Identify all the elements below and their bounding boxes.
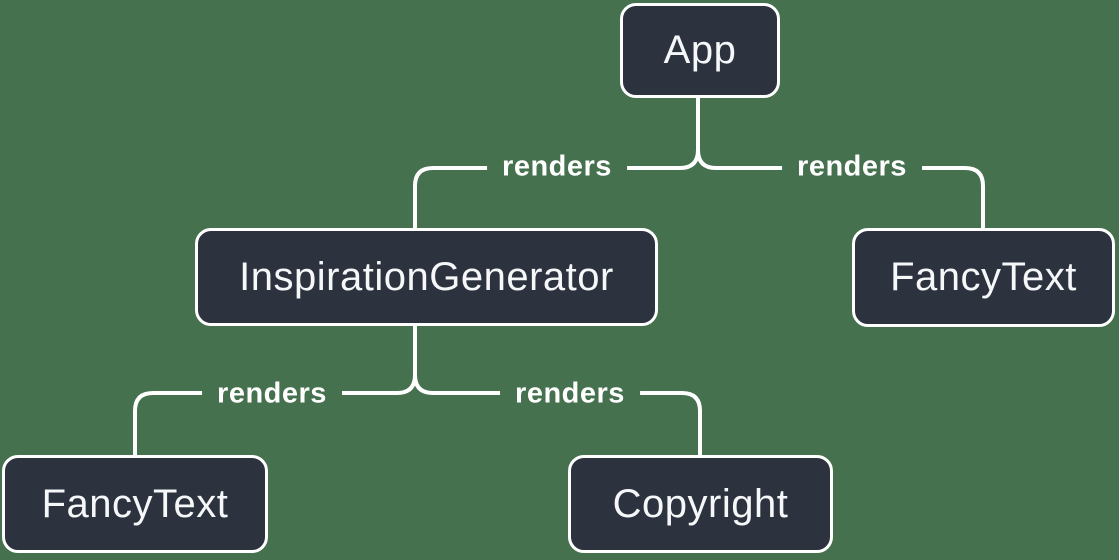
edge-label-renders: renders [500, 375, 640, 413]
edge-label-renders: renders [202, 375, 342, 413]
node-label-app: App [663, 28, 737, 72]
node-label-inspiration-generator: InspirationGenerator [239, 254, 614, 299]
edge-label-renders: renders [487, 148, 627, 186]
node-label-copyright: Copyright [612, 481, 789, 526]
node-fancy-text-top: FancyText [852, 228, 1115, 327]
node-app: App [620, 3, 780, 98]
node-label-fancy-text-bottom: FancyText [41, 481, 229, 526]
node-fancy-text-bottom: FancyText [2, 455, 268, 553]
node-inspiration-generator: InspirationGenerator [195, 228, 658, 326]
node-label-fancy-text-top: FancyText [890, 255, 1077, 299]
edge-label-renders: renders [782, 148, 922, 186]
node-copyright: Copyright [568, 455, 833, 553]
